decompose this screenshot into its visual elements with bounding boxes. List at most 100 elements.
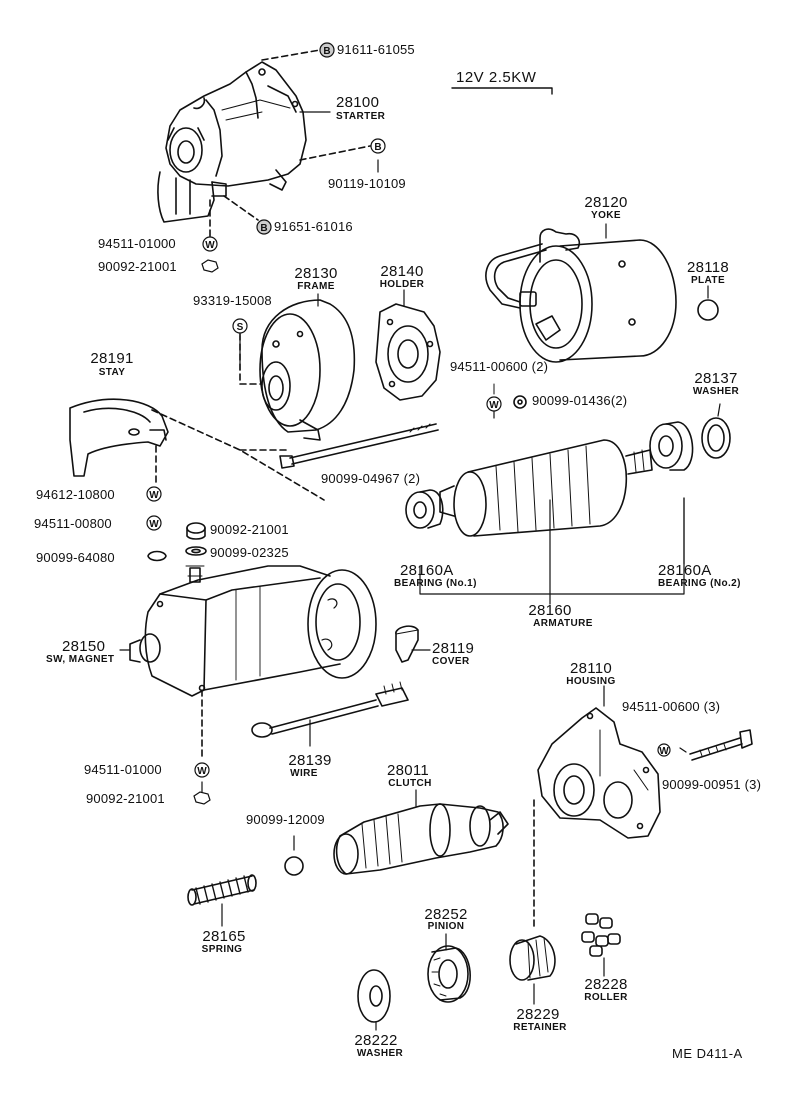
clutch-drawing [333, 803, 509, 875]
part-name-spring: SPRING [201, 944, 243, 955]
part-number-90092-21001-mid: 90092-21001 [210, 522, 289, 537]
holder-drawing [375, 303, 441, 401]
part-number-28140: 28140 [380, 263, 424, 280]
part-name-wire: WIRE [290, 768, 318, 779]
part-number-28229: 28229 [516, 1006, 560, 1023]
part-number-28165: 28165 [202, 928, 246, 945]
part-number-90119-10109: 90119-10109 [328, 176, 406, 191]
part-name-yoke: YOKE [591, 210, 621, 221]
part-name-armature: ARMATURE [533, 618, 593, 629]
part-number-28119: 28119 [432, 640, 475, 657]
svg-text:W: W [659, 746, 669, 757]
washer-symbol-w2: W [486, 396, 502, 412]
part-number-90092-21001-top: 90092-21001 [98, 259, 177, 274]
bearing-no1-drawing [405, 489, 444, 529]
part-number-28120: 28120 [584, 194, 628, 211]
part-number-90099-64080: 90099-64080 [36, 550, 115, 565]
part-number-94612-10800: 94612-10800 [36, 487, 115, 502]
part-number-90099-12009: 90099-12009 [246, 812, 325, 827]
steel-ball-drawing [284, 856, 304, 876]
plate-drawing [697, 299, 719, 321]
washer-symbol-w3: W [146, 486, 162, 502]
svg-text:B: B [260, 223, 267, 234]
part-name-cover: COVER [432, 656, 470, 667]
part-number-90099-02325: 90099-02325 [210, 545, 289, 560]
gasket-drawing [513, 395, 527, 409]
svg-text:W: W [149, 490, 159, 501]
part-name-washer-top: WASHER [692, 386, 740, 397]
part-number-28118: 28118 [686, 259, 730, 276]
part-number-28011: 28011 [386, 762, 430, 779]
part-name-sw-magnet: SW, MAGNET [46, 654, 115, 665]
part-number-28160a-no2: 28160A [658, 562, 712, 579]
cover-28119-drawing [395, 625, 419, 663]
part-number-28160a-no1: 28160A [400, 562, 454, 579]
part-number-90099-00951: 90099-00951 (3) [662, 777, 762, 792]
drawing-reference: ME D411-A [672, 1046, 743, 1061]
part-name-frame: FRAME [297, 281, 335, 292]
part-number-91611-61055: 91611-61055 [337, 42, 415, 57]
svg-text:B: B [323, 46, 330, 57]
part-name-pinion: PINION [427, 921, 465, 932]
svg-text:B: B [374, 142, 381, 153]
bolt-90099-00951-drawing [689, 729, 753, 761]
part-number-94511-00600-3: 94511-00600 (3) [622, 699, 721, 714]
washer-symbol-w4: W [146, 515, 162, 531]
retainer-drawing [509, 935, 556, 981]
part-name-washer-bottom: WASHER [356, 1048, 404, 1059]
part-number-93319-15008: 93319-15008 [193, 293, 272, 308]
voltage-spec: 12V 2.5KW [456, 69, 537, 86]
nut-icon-n4 [193, 791, 211, 805]
part-name-bearing-no1: BEARING (No.1) [394, 578, 477, 589]
part-number-91651-61016: 91651-61016 [274, 219, 353, 234]
part-number-28160: 28160 [528, 602, 572, 619]
bolt-symbol-b3: B [256, 219, 272, 235]
part-number-28139: 28139 [288, 752, 332, 769]
wire-28139-drawing [251, 681, 409, 738]
rollers-drawing [581, 913, 621, 957]
yoke-drawing [485, 228, 677, 363]
part-number-94511-00600-2: 94511-00600 (2) [450, 359, 549, 374]
frame-drawing [259, 299, 356, 441]
magnet-switch-drawing [129, 565, 377, 697]
nut-icon-n1 [201, 259, 219, 273]
part-number-28191: 28191 [90, 350, 134, 367]
part-number-28228: 28228 [584, 976, 628, 993]
svg-text:W: W [205, 240, 215, 251]
part-name-starter: STARTER [336, 111, 386, 122]
washer-28137-drawing [701, 417, 731, 459]
washer-symbol-w1: W [202, 236, 218, 252]
part-name-retainer: RETAINER [513, 1022, 567, 1033]
pinion-drawing [427, 945, 471, 1003]
part-name-stay: STAY [98, 367, 126, 378]
part-number-28222: 28222 [354, 1032, 398, 1049]
part-name-clutch: CLUTCH [388, 778, 432, 789]
part-number-28110: 28110 [569, 660, 613, 677]
washer-28222-drawing [357, 969, 391, 1023]
part-number-94511-01000-top: 94511-01000 [98, 236, 176, 251]
spec-underline [451, 87, 553, 95]
part-number-28150: 28150 [62, 638, 106, 655]
nut-90099-64080-drawing [147, 550, 167, 562]
housing-drawing [537, 707, 661, 839]
part-name-roller: ROLLER [584, 992, 628, 1003]
bolt-symbol-b1: B [319, 42, 335, 58]
spring-drawing [187, 874, 257, 906]
part-name-bearing-no2: BEARING (No.2) [658, 578, 741, 589]
starter-assembly-drawing [157, 61, 307, 223]
svg-text:S: S [237, 322, 244, 333]
part-number-28252: 28252 [424, 906, 468, 923]
part-number-90099-01436: 90099-01436(2) [532, 393, 628, 408]
bolt-symbol-b2: B [370, 138, 386, 154]
nut-washer-stack-drawing [185, 522, 207, 556]
washer-symbol-w6: W [657, 743, 671, 757]
part-name-holder: HOLDER [379, 279, 425, 290]
stay-drawing [69, 398, 169, 477]
washer-symbol-w5: W [194, 762, 210, 778]
armature-drawing [439, 439, 653, 537]
part-number-94511-00800: 94511-00800 [34, 516, 112, 531]
part-number-94511-01000-bottom: 94511-01000 [84, 762, 162, 777]
svg-text:W: W [489, 400, 499, 411]
part-name-housing: HOUSING [566, 676, 616, 687]
